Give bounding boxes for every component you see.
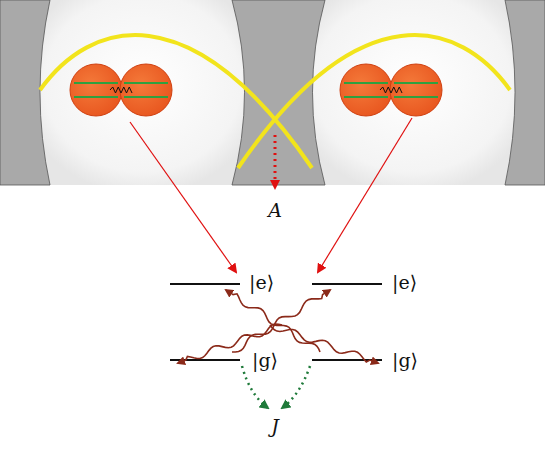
photon-exchange [270, 325, 378, 363]
coupling-label: J [271, 416, 279, 437]
atom-pairs [70, 64, 442, 116]
atom-level [344, 82, 388, 84]
pointer-arrow [318, 118, 412, 272]
cavity-field [238, 35, 510, 168]
cavity-field [40, 35, 312, 168]
photon-exchange [232, 290, 330, 352]
state-label: |e⟩ [249, 272, 274, 293]
photon-exchange [226, 290, 320, 352]
dipole-coupling [110, 87, 132, 93]
cavity-mode [40, 0, 245, 185]
exchange-waves [178, 290, 378, 363]
mirror [0, 0, 50, 185]
atom-level [124, 96, 168, 98]
atom-level [124, 82, 168, 84]
state-label: |e⟩ [392, 272, 417, 293]
atom-level [74, 82, 118, 84]
cavity-mode [310, 0, 515, 185]
atom-level [344, 96, 388, 98]
coupling-arrow [242, 366, 268, 408]
mirror [505, 0, 545, 185]
dipole-coupling [380, 87, 402, 93]
excited-level [312, 283, 382, 285]
atom-level [394, 82, 438, 84]
output-label: A [268, 200, 282, 221]
atom-level [74, 96, 118, 98]
state-label: |g⟩ [252, 350, 278, 371]
pointer-arrow [130, 122, 236, 272]
atom-level [394, 96, 438, 98]
coupling-arrow [282, 366, 310, 408]
leakage-arrow [274, 135, 277, 188]
excited-level [170, 283, 240, 285]
ground-level [170, 359, 240, 361]
state-label: |g⟩ [392, 350, 418, 371]
